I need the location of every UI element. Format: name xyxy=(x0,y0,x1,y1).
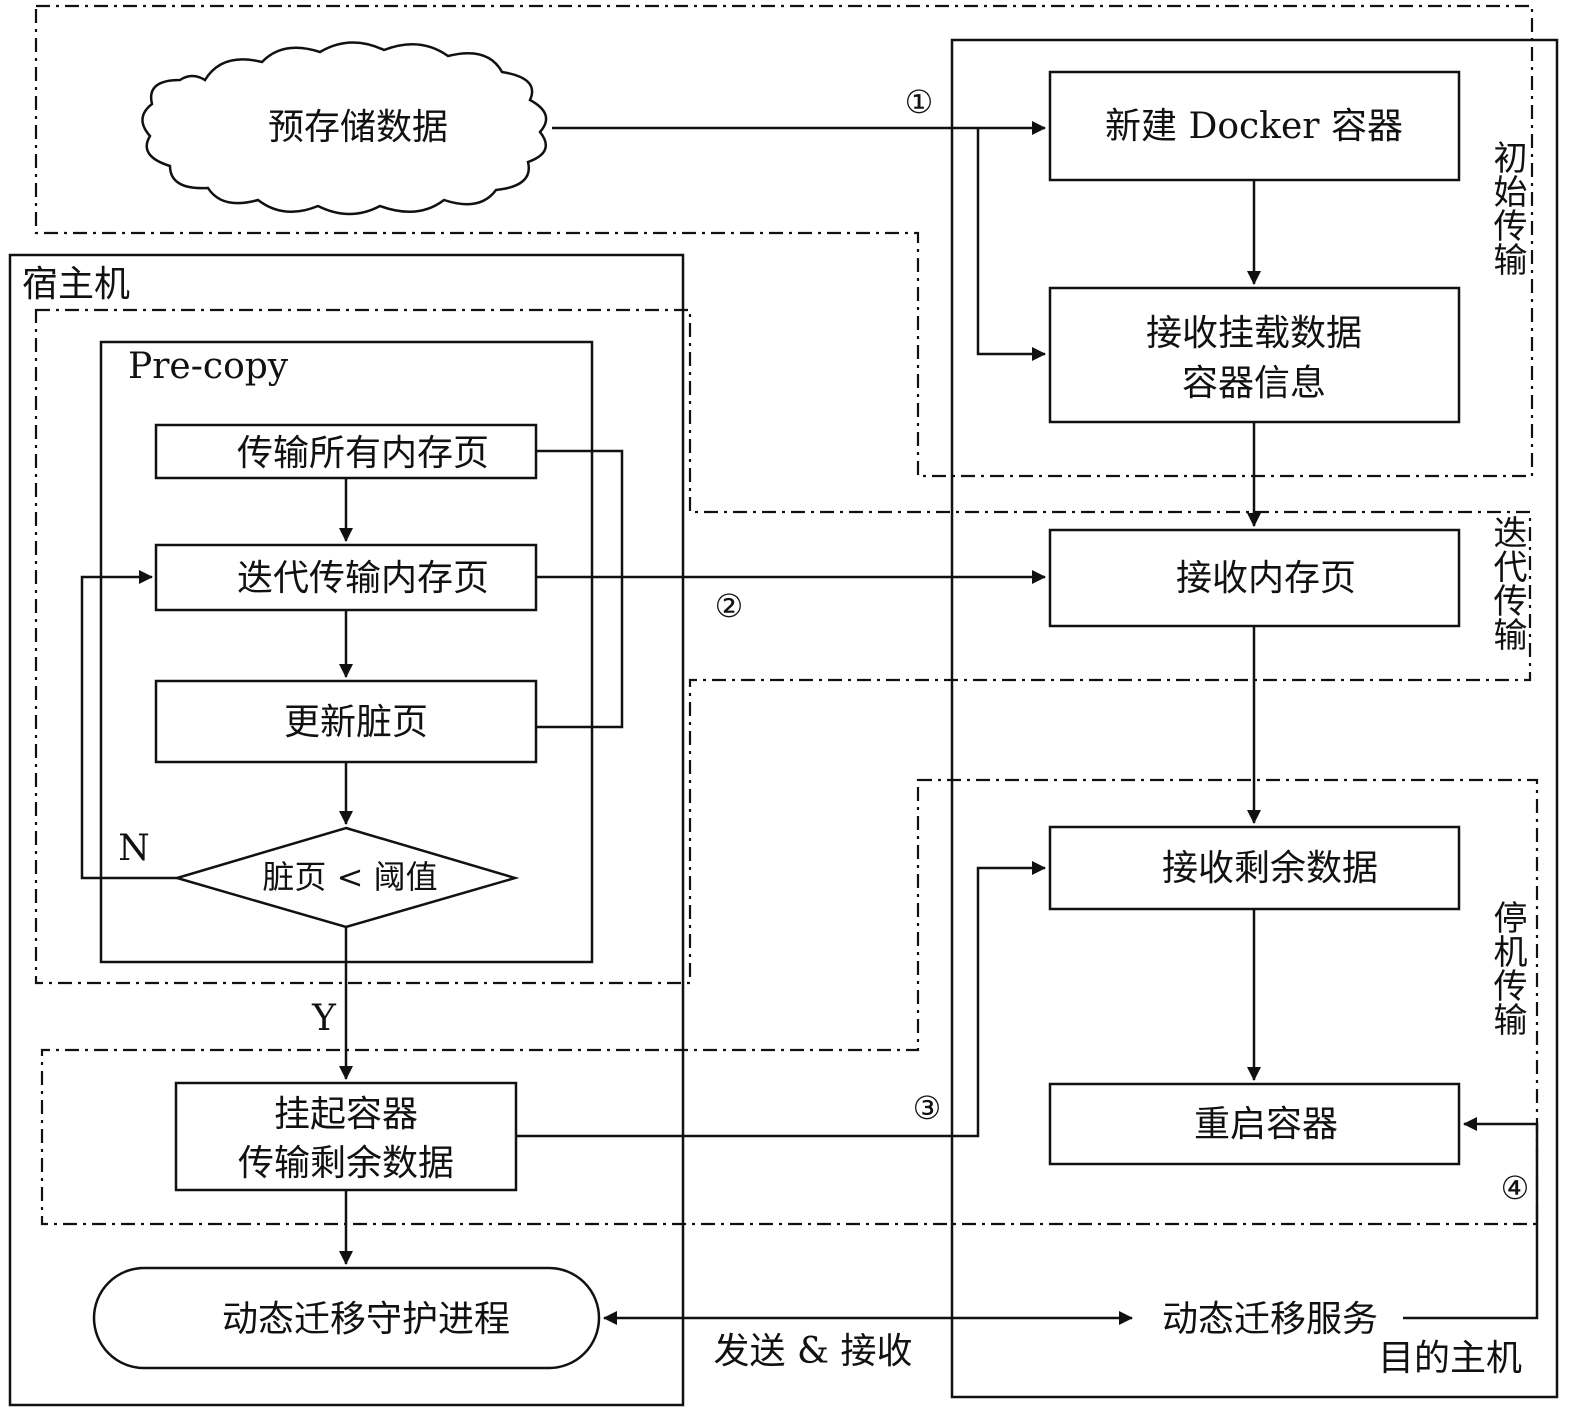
receive-remaining-box xyxy=(1048,825,1461,911)
threshold-decision-label: 脏页 < 阈值 xyxy=(262,858,437,896)
stop-phase-label: 停机传输 xyxy=(1487,900,1527,1036)
pre-stored-data-cloud xyxy=(141,41,548,216)
migration-daemon-label: 动态迁移守护进程 xyxy=(222,1299,510,1340)
iterative-phase-region xyxy=(34,308,1532,985)
edge-suspend-to-remaining xyxy=(516,861,1046,1138)
marker-2: ② xyxy=(715,587,744,625)
marker-3: ③ xyxy=(913,1089,942,1127)
receive-mount-box xyxy=(1048,286,1461,424)
branch-no-label: N xyxy=(118,828,150,869)
source-host-label: 宿主机 xyxy=(22,264,130,305)
suspend-container-label-1: 挂起容器 xyxy=(274,1094,418,1135)
new-container-box xyxy=(1048,70,1461,182)
edge-decision-no-loop xyxy=(80,570,177,880)
transfer-all-box xyxy=(154,423,538,480)
target-host-frame xyxy=(950,38,1559,1399)
target-host-label: 目的主机 xyxy=(1378,1338,1522,1379)
edge-cloud-to-receive-mount xyxy=(976,128,1046,361)
update-dirty-box xyxy=(154,679,538,764)
receive-remaining-label: 接收剩余数据 xyxy=(1162,848,1378,889)
edge-service-to-restart xyxy=(1403,1117,1539,1320)
receive-mount-label-1: 接收挂载数据 xyxy=(1146,313,1362,354)
initial-phase-region xyxy=(34,4,1534,478)
branch-yes-label: Y xyxy=(311,998,337,1039)
edge-bracket xyxy=(536,449,624,729)
send-receive-label: 发送 & 接收 xyxy=(714,1331,913,1372)
initial-phase-label: 初始传输 xyxy=(1487,140,1527,276)
migration-service-label: 动态迁移服务 xyxy=(1162,1299,1378,1340)
migration-daemon-box xyxy=(92,1266,601,1370)
new-container-label: 新建 Docker 容器 xyxy=(1105,106,1403,147)
restart-container-label: 重启容器 xyxy=(1194,1104,1338,1145)
precopy-label: Pre-copy xyxy=(128,346,289,387)
cloud-label: 预存储数据 xyxy=(268,107,448,148)
restart-container-box xyxy=(1048,1082,1461,1166)
receive-memory-label: 接收内存页 xyxy=(1176,558,1356,599)
suspend-container-box xyxy=(174,1081,518,1192)
transfer-all-label: 传输所有内存页 xyxy=(237,433,489,474)
marker-4: ④ xyxy=(1501,1169,1530,1207)
stop-phase-region xyxy=(40,778,1539,1226)
marker-1: ① xyxy=(905,83,934,121)
receive-mount-label-2: 容器信息 xyxy=(1182,363,1326,404)
iterative-transfer-label: 迭代传输内存页 xyxy=(237,558,489,599)
source-host-frame xyxy=(8,253,685,1407)
update-dirty-label: 更新脏页 xyxy=(284,702,428,743)
suspend-container-label-2: 传输剩余数据 xyxy=(238,1143,454,1184)
iterative-phase-label: 迭代传输 xyxy=(1487,515,1527,651)
